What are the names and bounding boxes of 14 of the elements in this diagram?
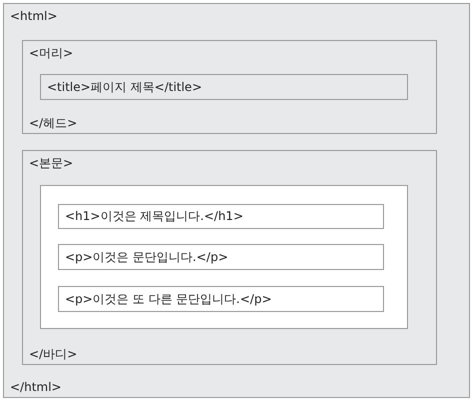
container-box bbox=[3, 3, 470, 398]
tag-box: <p>이것은 또 다른 문단입니다.</p> bbox=[58, 286, 384, 312]
opening-tag: <본문> bbox=[29, 156, 74, 170]
opening-tag: <html> bbox=[10, 9, 58, 23]
container-box bbox=[22, 40, 437, 134]
content-area bbox=[40, 185, 408, 329]
tag-box: <p>이것은 문단입니다.</p> bbox=[58, 244, 384, 270]
closing-tag: </헤드> bbox=[29, 116, 78, 130]
tag-box: <h1>이것은 제목입니다.</h1> bbox=[58, 204, 384, 229]
opening-tag: <머리> bbox=[29, 46, 74, 60]
tag-box: <title>페이지 제목</title> bbox=[40, 74, 408, 100]
container-box bbox=[22, 150, 437, 365]
closing-tag: </html> bbox=[10, 380, 62, 394]
closing-tag: </바디> bbox=[29, 347, 78, 361]
